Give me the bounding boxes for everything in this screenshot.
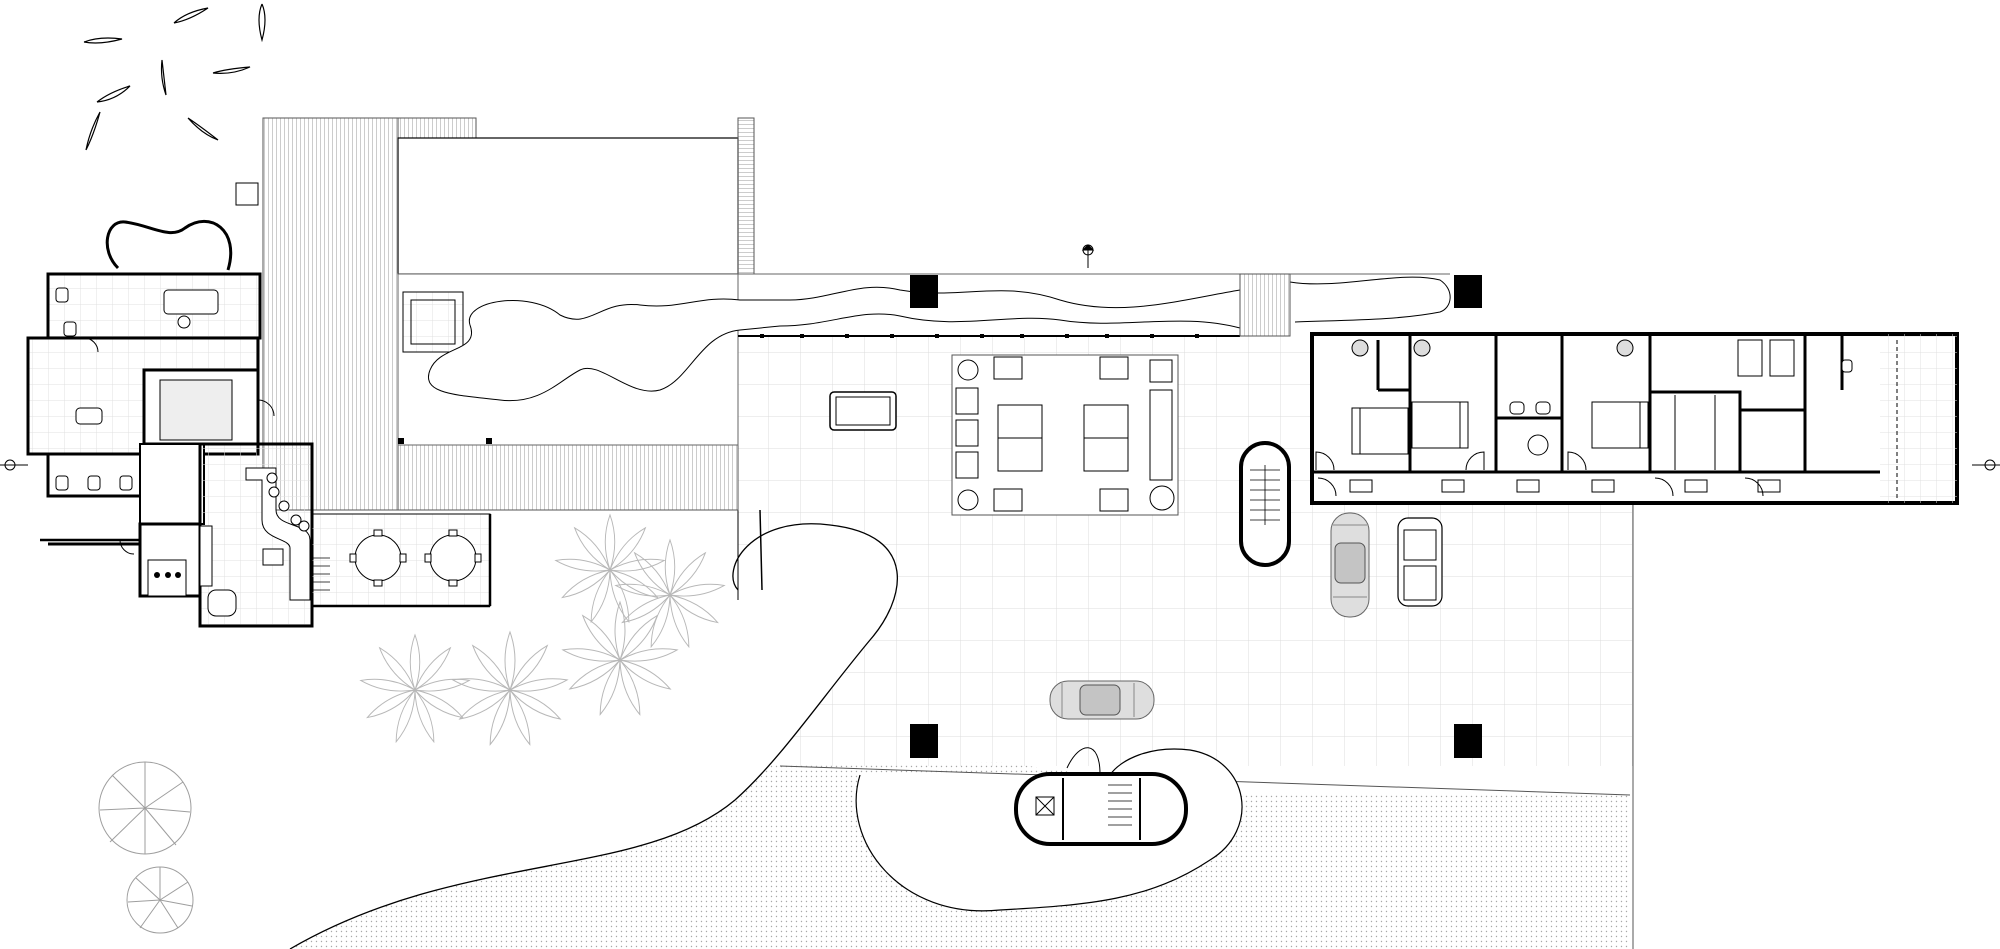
lounge-furniture — [951, 354, 1179, 516]
swimming-pool — [397, 137, 739, 275]
roof-hatch-top — [397, 117, 477, 139]
dining-table-icon — [349, 529, 482, 587]
stair-pod-lower — [855, 747, 1243, 912]
tree-canopy-icon — [98, 761, 194, 934]
bedroom-wing — [1310, 332, 1959, 505]
stair-pod-upper — [1239, 441, 1291, 567]
roof-hatch-horizontal — [397, 444, 739, 511]
pool-table-icon — [829, 391, 897, 431]
jacuzzi — [402, 291, 464, 353]
car-icon — [1049, 680, 1155, 720]
garden-wall-curve — [105, 219, 233, 271]
leaf-cluster-icon — [83, 3, 266, 151]
curved-driveway-wall — [289, 523, 898, 949]
car-icon — [1330, 512, 1370, 618]
service-building — [26, 272, 314, 628]
structural-columns — [910, 275, 1482, 758]
pickup-truck-icon — [1397, 517, 1443, 607]
